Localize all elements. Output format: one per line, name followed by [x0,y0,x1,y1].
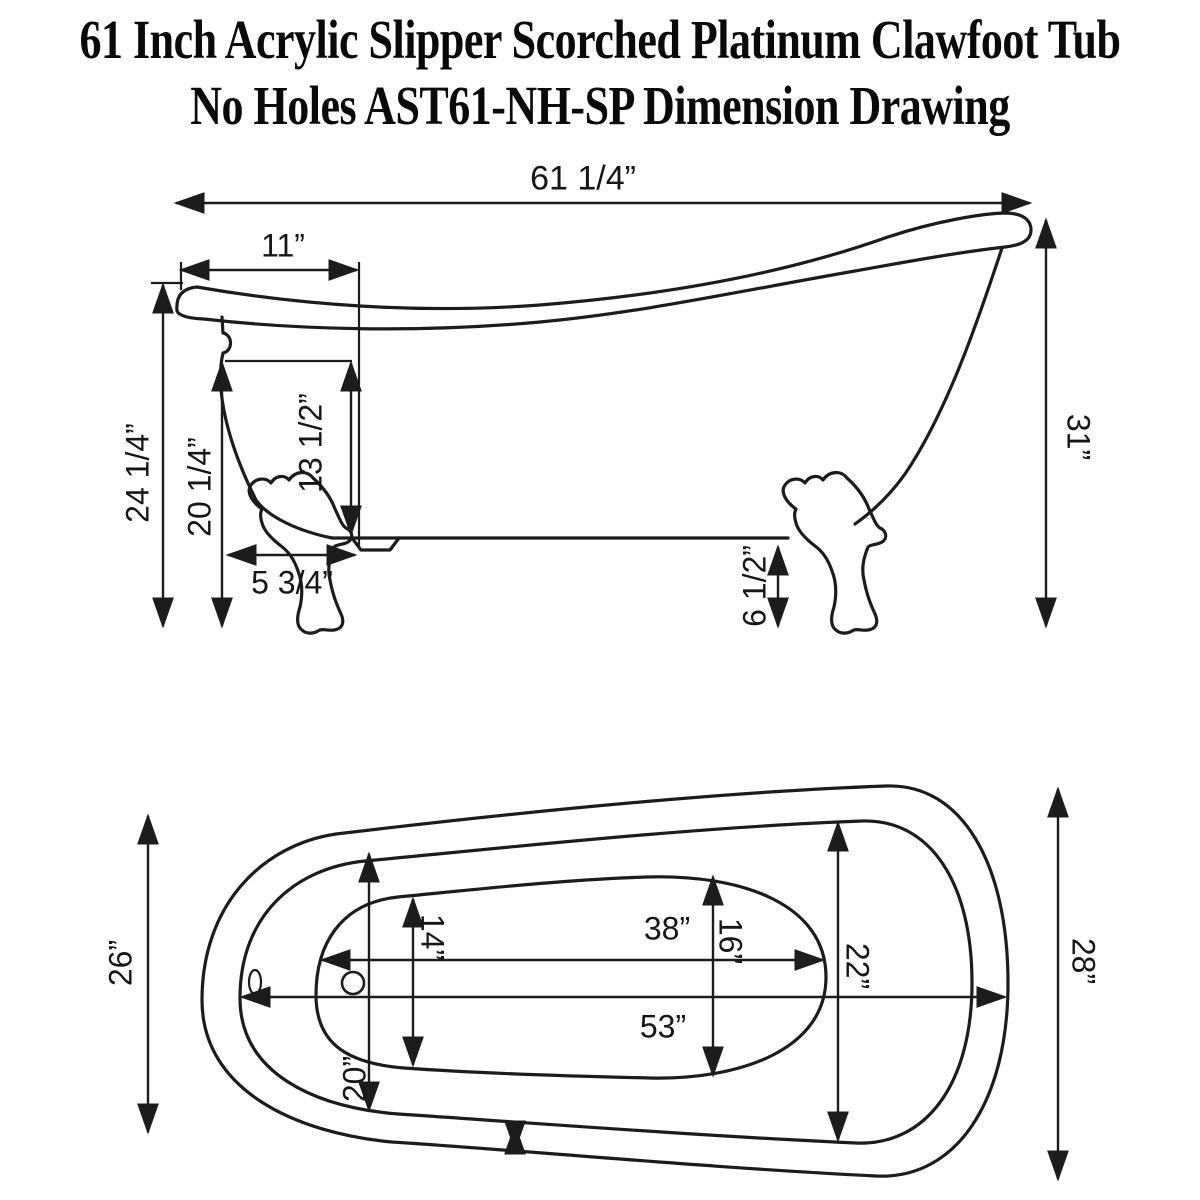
claw-foot-front [247,470,354,635]
dim-label-height-front-rim: 24 1/4” [119,423,156,523]
basin-floor-outline [314,875,828,1080]
dim-label-interior-depth: 13 1/2” [292,393,329,493]
side-view-drawing [151,192,1057,635]
drain-fitting [350,536,401,552]
dim-label-floor-width-back: 16” [712,917,749,965]
dim-label-height-back: 31” [1060,413,1097,461]
tub-rim-profile [175,211,1033,331]
plan-view-drawing [137,784,1069,1182]
dim-label-interior-width-back: 22” [839,942,876,990]
dim-label-interior-length: 53” [639,1008,687,1045]
dim-label-interior-width-front: 20” [336,1055,373,1103]
tub-back-wall [853,246,1004,526]
dim-label-floor-width-front: 14” [414,913,451,961]
overflow-hole-marker [247,968,263,996]
claw-foot-back [781,470,888,635]
dim-label-width-front-outer: 26” [102,939,139,987]
page-title-line-2: No Holes AST61-NH-SP Dimension Drawing [190,75,1010,137]
page-title-line-1: 61 Inch Acrylic Slipper Scorched Platinu… [79,9,1121,71]
dim-label-floor-length: 38” [643,910,691,947]
dim-label-rim-front-ledge: 11” [261,227,305,264]
drain-hole-marker [340,970,366,996]
dim-label-bottom-clearance: 6 1/2” [736,545,773,627]
dim-label-width-back-outer: 28” [1065,937,1102,985]
inner-rim-outline [238,819,974,1145]
dim-label-height-front-wall: 20 1/4” [181,437,218,537]
dim-label-overall-length: 61 1/4” [530,159,636,198]
dim-label-foot-inset: 5 3/4” [251,564,333,601]
outer-rim-outline [200,784,1010,1178]
